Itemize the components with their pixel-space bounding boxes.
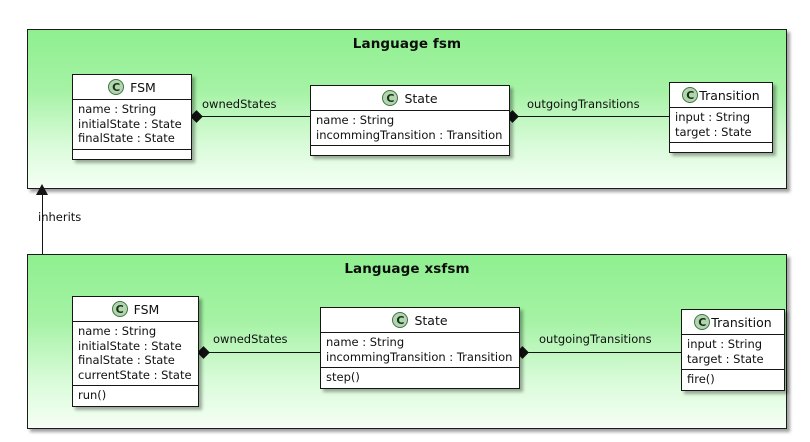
class-circle-icon: C: [111, 301, 128, 317]
class-operations-compartment: run(): [73, 385, 198, 406]
attribute-row: target : State: [687, 351, 764, 366]
class-header-transition-bottom: C Transition: [682, 310, 784, 335]
attribute-row: incommingTransition : Transition: [326, 349, 513, 364]
package-title-fsm: Language fsm: [352, 36, 462, 52]
class-attributes-compartment: name : String initialState : State final…: [73, 100, 191, 149]
attribute-row: finalState : State: [78, 131, 175, 145]
class-operations-compartment: [73, 148, 191, 159]
attribute-row: initialState : State: [78, 116, 182, 131]
inherits-label: inherits: [38, 210, 82, 224]
class-attributes-compartment: name : String incommingTransition : Tran…: [321, 333, 519, 367]
class-attributes-compartment: name : String initialState : State final…: [73, 322, 198, 385]
association-line-outgoingtransitions-bottom: [523, 352, 681, 353]
association-label-outgoingtransitions-top: outgoingTransitions: [527, 97, 640, 111]
class-circle-icon: C: [108, 79, 125, 95]
class-circle-icon: C: [382, 90, 399, 106]
class-circle-icon: C: [392, 312, 409, 328]
class-name-label: State: [404, 90, 438, 106]
class-circle-icon: C: [694, 314, 711, 330]
attribute-row: input : String: [675, 110, 751, 124]
association-label-outgoingtransitions-bottom: outgoingTransitions: [539, 332, 652, 346]
attribute-row: name : String: [326, 335, 405, 349]
association-line-ownedstates-top: [196, 116, 310, 117]
attribute-row: name : String: [78, 102, 157, 116]
class-box-transition-top[interactable]: C Transition input : String target : Sta…: [669, 82, 773, 153]
class-attributes-compartment: input : String target : State: [682, 335, 784, 369]
attribute-row: input : String: [687, 337, 763, 351]
class-name-label: Transition: [699, 87, 760, 103]
class-operations-compartment: fire(): [682, 369, 784, 390]
class-attributes-compartment: input : String target : State: [670, 108, 772, 142]
inherits-line: [42, 194, 43, 254]
attribute-row: currentState : State: [78, 367, 192, 382]
attribute-row: incommingTransition : Transition: [316, 127, 503, 142]
class-header-state-top: C State: [311, 86, 509, 111]
operation-row: fire(): [687, 372, 715, 386]
class-box-fsm-top[interactable]: C FSM name : String initialState : State…: [72, 74, 192, 160]
class-circle-icon: C: [682, 87, 699, 103]
attribute-row: name : String: [78, 324, 157, 338]
attribute-row: name : String: [316, 113, 395, 127]
attribute-row: finalState : State: [78, 353, 175, 367]
association-label-ownedstates-bottom: ownedStates: [213, 332, 288, 346]
class-attributes-compartment: name : String incommingTransition : Tran…: [311, 111, 509, 145]
class-header-state-bottom: C State: [321, 308, 519, 333]
attribute-row: initialState : State: [78, 338, 182, 353]
class-name-label: FSM: [130, 79, 156, 95]
attribute-row: target : State: [675, 124, 752, 139]
operation-row: step(): [326, 370, 360, 384]
class-header-transition-top: C Transition: [670, 83, 772, 108]
association-line-outgoingtransitions-top: [513, 116, 669, 117]
class-name-label: FSM: [133, 301, 160, 317]
class-box-state-bottom[interactable]: C State name : String incommingTransitio…: [320, 307, 520, 389]
class-header-fsm-bottom: C FSM: [73, 297, 198, 322]
class-box-transition-bottom[interactable]: C Transition input : String target : Sta…: [681, 309, 785, 391]
class-operations-compartment: step(): [321, 367, 519, 388]
inherits-arrowhead-icon: [36, 184, 48, 195]
class-operations-compartment: [311, 145, 509, 155]
class-name-label: Transition: [711, 314, 772, 330]
association-label-ownedstates-top: ownedStates: [202, 97, 277, 111]
class-box-fsm-bottom[interactable]: C FSM name : String initialState : State…: [72, 296, 199, 407]
class-box-state-top[interactable]: C State name : String incommingTransitio…: [310, 85, 510, 156]
class-header-fsm-top: C FSM: [73, 75, 191, 100]
package-title-xsfsm: Language xsfsm: [344, 261, 470, 277]
operation-row: run(): [78, 388, 107, 402]
class-name-label: State: [414, 312, 448, 328]
class-operations-compartment: [670, 142, 772, 152]
association-line-ownedstates-bottom: [203, 352, 320, 353]
